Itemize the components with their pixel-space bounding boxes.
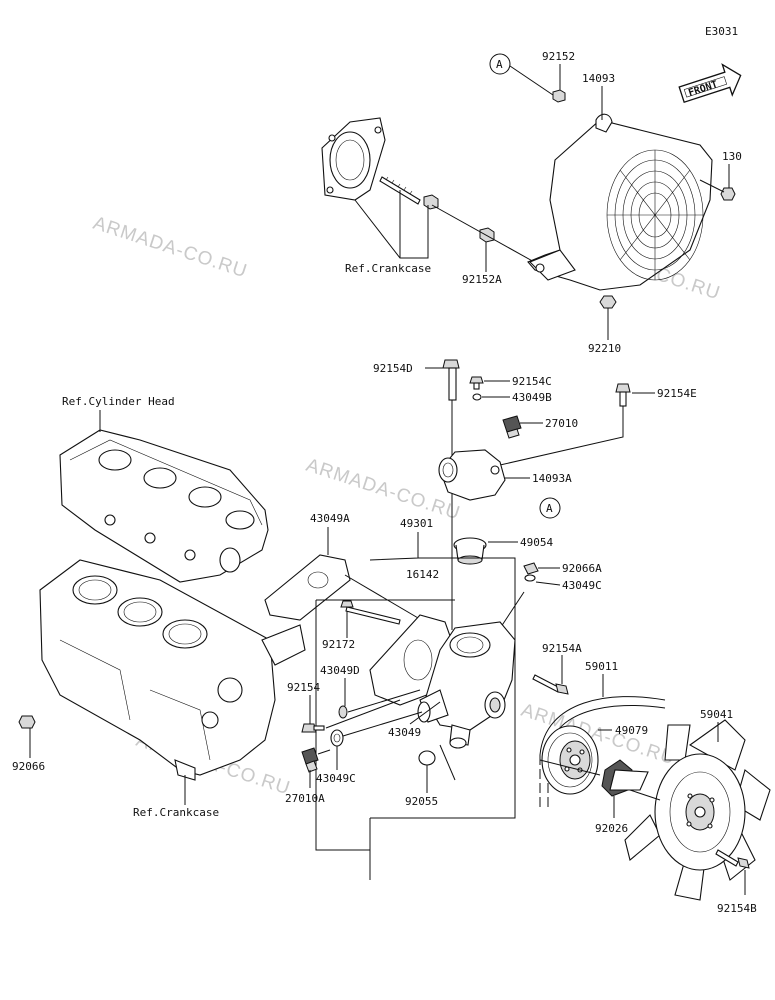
washer-43049c (330, 729, 344, 747)
washer-43049d (338, 705, 348, 719)
label-14093: 14093 (582, 72, 615, 85)
gasket-43049a (264, 554, 351, 621)
label-43049c-bottom: 43049C (316, 772, 356, 785)
nut-92210 (599, 295, 617, 309)
label-92154c: 92154C (512, 375, 552, 388)
thermostat-49054 (453, 537, 487, 565)
bolt-92154d (442, 359, 460, 401)
bolt-92154 (301, 723, 325, 733)
label-ref-crankcase-bottom: Ref.Crankcase (133, 806, 219, 819)
label-16142: 16142 (406, 568, 439, 581)
crankcase-flange (321, 117, 386, 201)
label-92152a: 92152A (462, 273, 502, 286)
label-92154b: 92154B (717, 902, 757, 915)
diagram-code: E3031 (705, 25, 738, 38)
label-43049d: 43049D (320, 664, 360, 677)
label-49054: 49054 (520, 536, 553, 549)
label-49079: 49079 (615, 724, 648, 737)
cylinder-head (59, 429, 269, 583)
label-59041: 59041 (700, 708, 733, 721)
bolt-92154e (615, 383, 631, 407)
label-130: 130 (722, 150, 742, 163)
bolt-92154c (469, 376, 484, 390)
callout-a-mid: A (539, 497, 561, 519)
thermostat-housing-14093a (438, 449, 506, 501)
label-ref-cylinder-head: Ref.Cylinder Head (62, 395, 175, 408)
svg-text:A: A (496, 58, 503, 71)
fan-shroud (527, 113, 713, 291)
bolt-92154b (715, 849, 750, 869)
label-59011: 59011 (585, 660, 618, 673)
washer-43049b (472, 393, 482, 401)
nut-92152a (479, 227, 495, 243)
label-92154e: 92154E (657, 387, 697, 400)
svg-text:A: A (546, 502, 553, 515)
label-92154: 92154 (287, 681, 320, 694)
bolt-92154a (532, 674, 569, 695)
crankcase-block (39, 559, 306, 781)
bolt-130 (699, 179, 736, 201)
cap-92055 (418, 750, 436, 766)
label-ref-crankcase-top: Ref.Crankcase (345, 262, 431, 275)
bolt-92172 (340, 600, 401, 625)
label-92210: 92210 (588, 342, 621, 355)
label-43049b: 43049B (512, 391, 552, 404)
label-43049: 43049 (388, 726, 421, 739)
watermark-1: ARMADA-CO.RU (90, 213, 249, 283)
plug-92066 (18, 715, 36, 758)
label-27010: 27010 (545, 417, 578, 430)
label-92154d: 92154D (373, 362, 413, 375)
label-92066a: 92066A (562, 562, 602, 575)
label-92066: 92066 (12, 760, 45, 773)
cooling-fan-59041 (609, 719, 771, 901)
label-92152: 92152 (542, 50, 575, 63)
label-92026: 92026 (595, 822, 628, 835)
front-arrow-icon: FRONT (678, 63, 742, 104)
pulley-49079 (541, 725, 599, 795)
nut-92152-top (552, 89, 566, 103)
label-43049c-top: 43049C (562, 579, 602, 592)
sensor-27010a (301, 747, 331, 773)
label-49301: 49301 (400, 517, 433, 530)
label-14093a: 14093A (532, 472, 572, 485)
plug-92066a (523, 562, 539, 582)
label-27010a: 27010A (285, 792, 325, 805)
sensor-27010 (502, 415, 522, 439)
label-92172: 92172 (322, 638, 355, 651)
label-92055: 92055 (405, 795, 438, 808)
label-92154a: 92154A (542, 642, 582, 655)
callout-a-top: A (489, 53, 511, 75)
label-43049a: 43049A (310, 512, 350, 525)
